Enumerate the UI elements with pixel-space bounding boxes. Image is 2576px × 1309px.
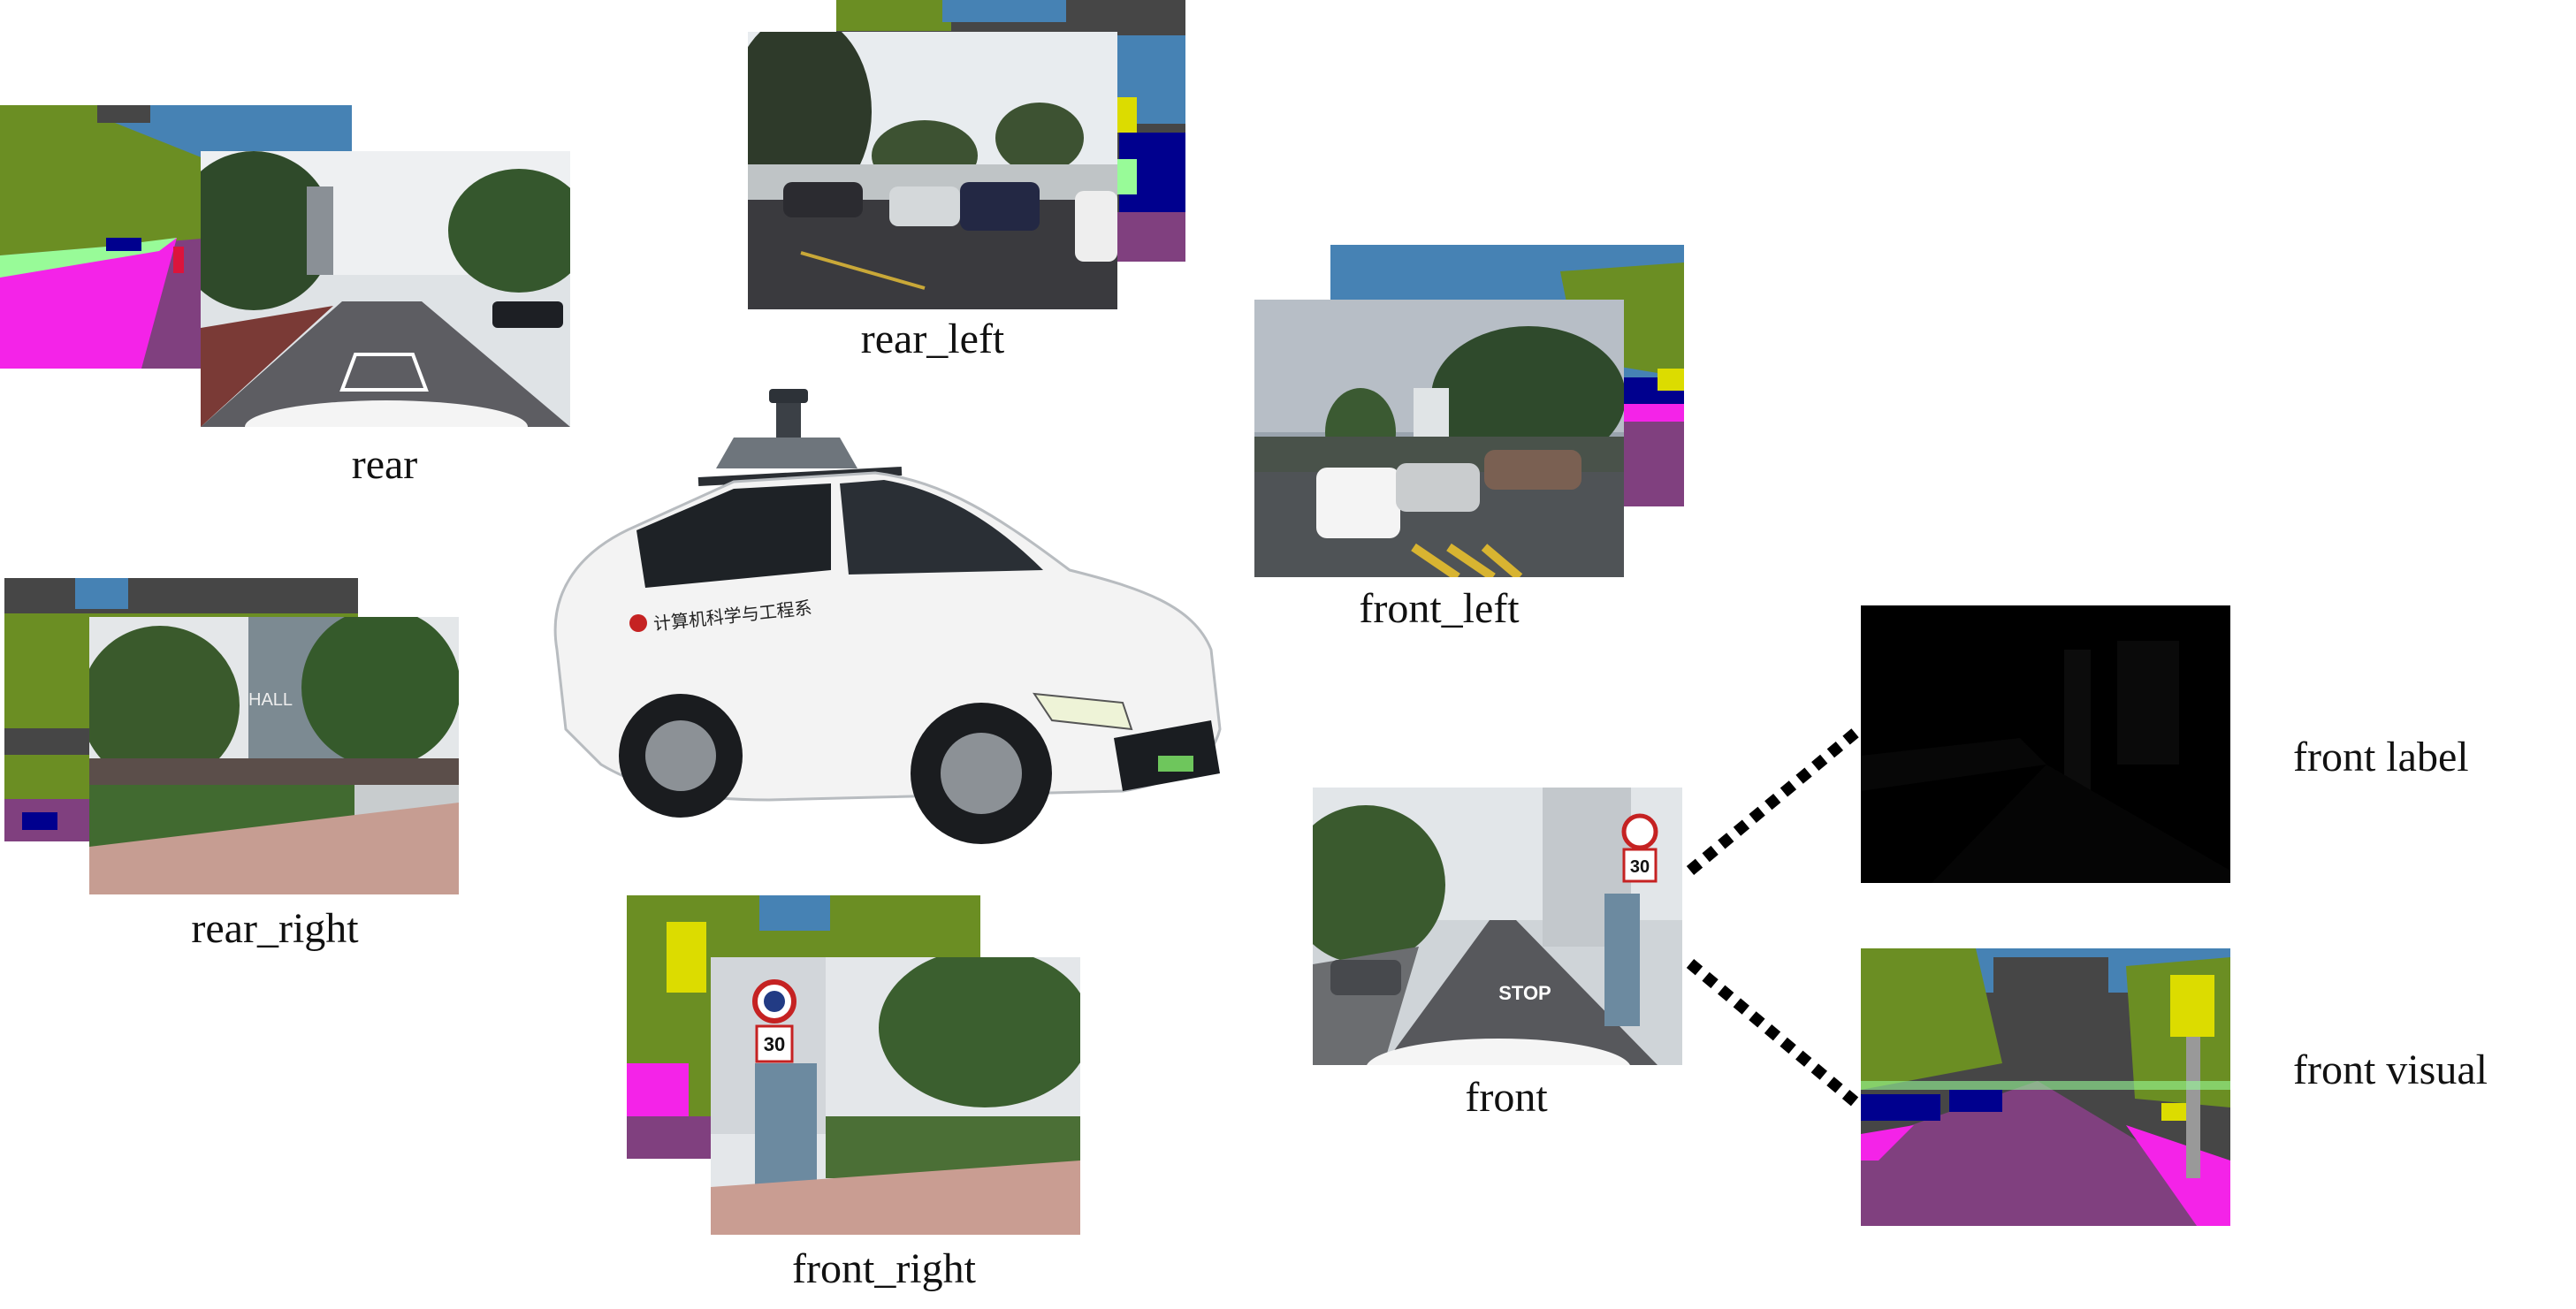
vehicle-illustration: 计算机科学与工程系 [553, 389, 1222, 844]
front-label-image [1861, 605, 2230, 883]
front-right-photo: 30 [711, 957, 1080, 1235]
front-speed-limit-text: 30 [1630, 857, 1650, 877]
road-stop-text: STOP [1498, 982, 1551, 1004]
rear-right-caption: rear_right [191, 905, 359, 952]
connector-to-visual [1686, 959, 1861, 1107]
rear-left-photo [748, 32, 1117, 309]
front-left-caption: front_left [1359, 585, 1520, 632]
front-visual-image [1861, 948, 2230, 1226]
speed-limit-text: 30 [764, 1033, 785, 1055]
rear-photo [201, 151, 570, 427]
connector-to-label [1686, 727, 1861, 875]
rear-left-caption: rear_left [860, 316, 1005, 362]
front-caption: front [1465, 1074, 1548, 1121]
building-sign-text: HALL [248, 690, 293, 710]
front-visual-caption: front visual [2293, 1046, 2488, 1093]
front-photo: 30 STOP [1313, 788, 1682, 1065]
rear-right-photo: HALL [89, 617, 459, 894]
front-label-caption: front label [2293, 734, 2469, 780]
connector-lines [1686, 727, 1861, 1107]
front-left-photo [1254, 300, 1624, 577]
rear-caption: rear [351, 441, 418, 488]
front-right-caption: front_right [792, 1245, 976, 1292]
